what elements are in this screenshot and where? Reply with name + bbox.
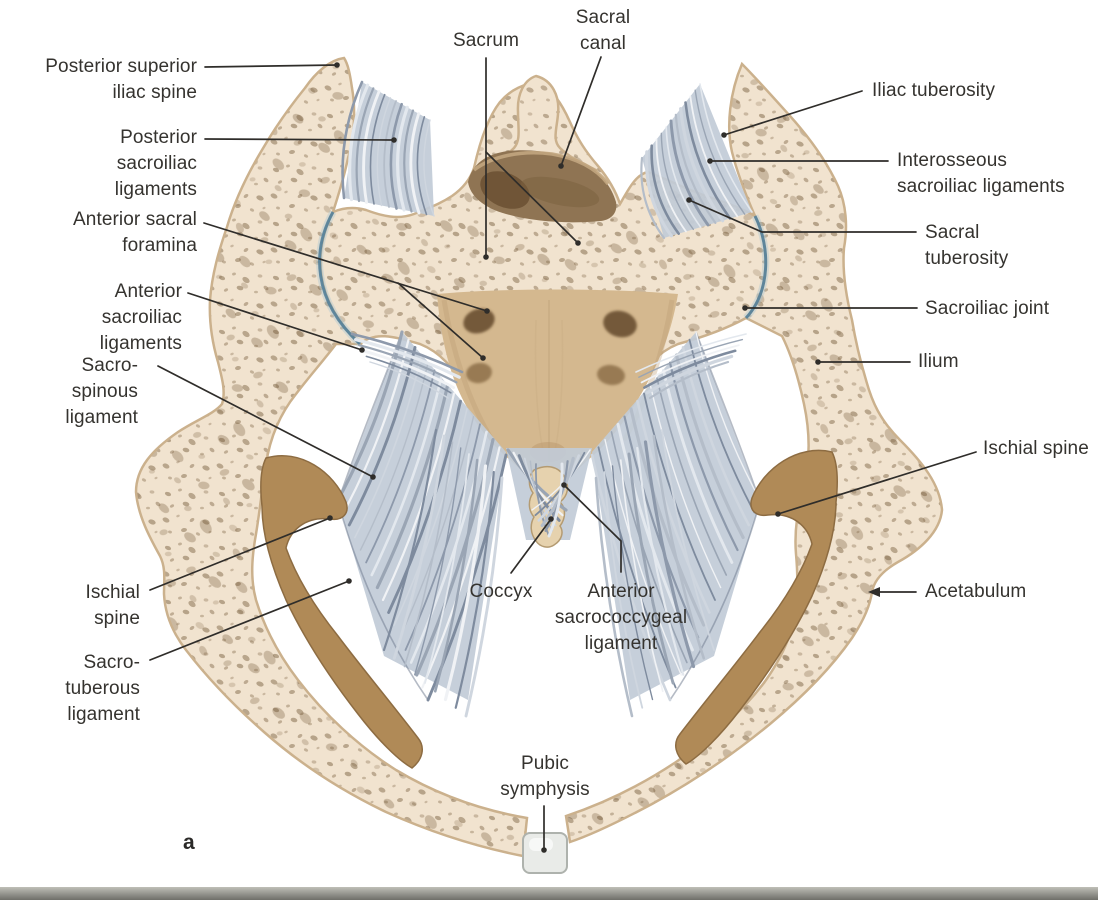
ischial-spine-left-shape xyxy=(260,454,423,769)
leader-sacrotuberous-ligament xyxy=(149,578,352,661)
leader-sacral-canal xyxy=(558,56,602,169)
label-interosseous-sacroiliac-ligaments: Interosseous sacroiliac ligaments xyxy=(897,150,1065,197)
arrowhead xyxy=(868,587,880,597)
leader-anterior-sacral-foramina xyxy=(203,222,490,361)
label-sacral-tuberosity: Sacral tuberosity xyxy=(925,222,1009,269)
label-sacrospinous-ligament: Sacro- spinous ligament xyxy=(65,355,138,428)
leader-interosseous-sacroiliac-ligaments xyxy=(707,158,889,164)
leader-posterior-superior-iliac-spine xyxy=(204,62,340,68)
label-posterior-superior-iliac-spine: Posterior superior iliac spine xyxy=(45,56,197,103)
leader-pubic-symphysis xyxy=(541,805,547,853)
anterior-sacral-foramina-openings xyxy=(463,308,637,386)
posterior-sacroiliac-ligament-fans xyxy=(341,80,753,240)
leader-anterior-sacrococcygeal-ligament xyxy=(561,482,622,573)
leader-sacrospinous-ligament xyxy=(157,365,376,480)
leader-posterior-sacroiliac-ligaments xyxy=(204,137,397,143)
panel-label: a xyxy=(183,831,195,854)
label-coccyx: Coccyx xyxy=(469,581,533,602)
sacrospinous-sacrotuberous-ligament-fans xyxy=(336,330,761,718)
leader-ilium xyxy=(815,359,911,365)
label-ischial-spine-right: Ischial spine xyxy=(983,438,1089,459)
leader-lines xyxy=(149,56,977,853)
label-pubic-symphysis: Pubic symphysis xyxy=(500,753,590,800)
leader-ischial-spine-right xyxy=(775,451,977,517)
label-sacrum: Sacrum xyxy=(452,30,520,51)
pubic-symphysis-disc xyxy=(522,832,568,874)
label-iliac-tuberosity: Iliac tuberosity xyxy=(872,80,996,101)
leader-anterior-sacroiliac-ligaments xyxy=(187,292,365,353)
label-sacrotuberous-ligament: Sacro- tuberous ligament xyxy=(65,652,140,725)
label-ischial-spine-left: Ischial spine xyxy=(85,582,140,629)
leader-coccyx xyxy=(510,516,554,574)
ischial-spine-right-shape xyxy=(675,449,838,765)
leader-acetabulum xyxy=(868,587,917,597)
anterior-sacrococcygeal-ligament-fibers xyxy=(506,448,591,538)
label-ilium: Ilium xyxy=(918,351,959,372)
label-sacral-canal: Sacral canal xyxy=(575,7,631,54)
label-sacroiliac-joint: Sacroiliac joint xyxy=(925,298,1050,319)
leader-sacroiliac-joint xyxy=(742,305,918,311)
leader-ischial-spine-left xyxy=(149,515,333,591)
label-posterior-sacroiliac-ligaments: Posterior sacroiliac ligaments xyxy=(114,127,197,200)
leader-sacral-tuberosity xyxy=(686,197,917,233)
leader-sacrum xyxy=(483,57,581,260)
sacral-canal-opening xyxy=(468,150,617,223)
page-edge-strip xyxy=(0,887,1098,900)
label-anterior-sacral-foramina: Anterior sacral foramina xyxy=(73,209,197,256)
sacroiliac-joint-lines xyxy=(316,210,770,347)
leader-iliac-tuberosity xyxy=(721,90,863,138)
label-acetabulum: Acetabulum xyxy=(925,581,1027,602)
label-anterior-sacroiliac-ligaments: Anterior sacroiliac ligaments xyxy=(99,281,182,354)
label-anterior-sacrococcygeal-ligament: Anterior sacrococcygeal ligament xyxy=(554,581,688,654)
